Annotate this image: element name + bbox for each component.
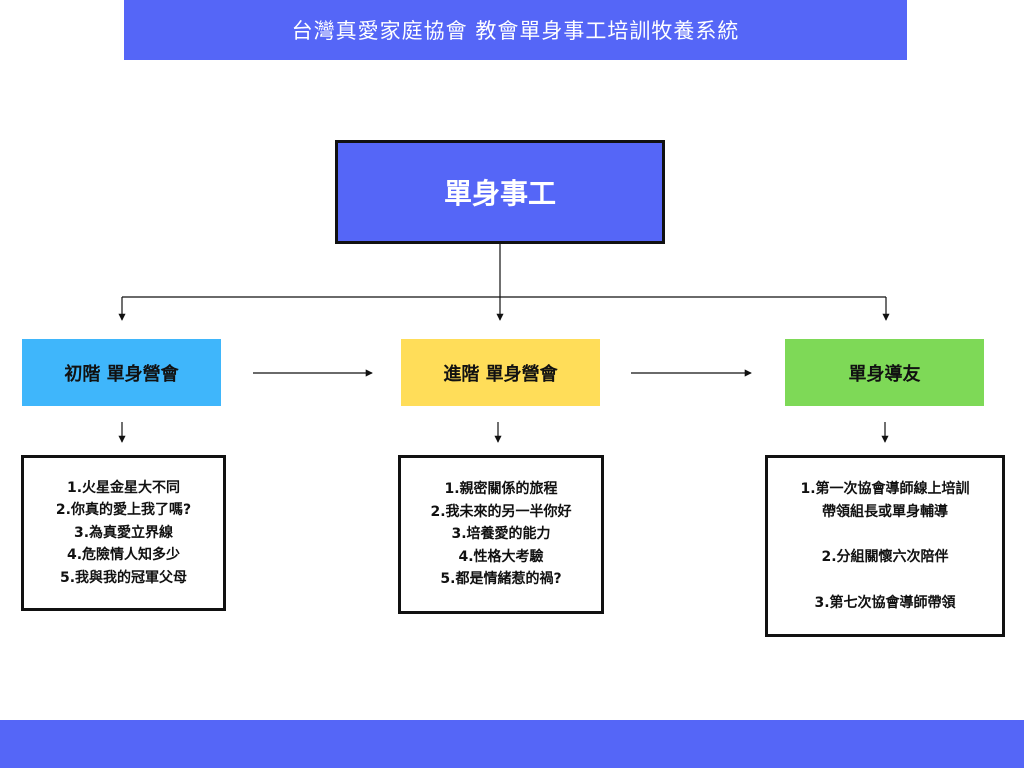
- stage-node-advanced: 進階 單身營會: [401, 339, 600, 406]
- detail-box-mentor: 1.第一次協會導師線上培訓 帶領組長或單身輔導 2.分組關懷六次陪伴 3.第七次…: [765, 455, 1005, 637]
- stage-node-mentor: 單身導友: [785, 339, 984, 406]
- stage-label-mentor: 單身導友: [848, 363, 921, 385]
- stage-node-basic: 初階 單身營會: [22, 339, 221, 406]
- detail-item: 2.我未來的另一半你好: [430, 503, 572, 520]
- detail-item: 2.你真的愛上我了嗎?: [55, 502, 192, 519]
- detail-item: 帶領組長或單身輔導: [822, 503, 948, 520]
- detail-item: 1.火星金星大不同: [66, 479, 181, 496]
- stage-label-basic: 初階 單身營會: [64, 363, 179, 385]
- detail-item: 3.第七次協會導師帶領: [814, 594, 956, 611]
- header-title: 台灣真愛家庭協會 教會單身事工培訓牧養系統: [291, 19, 740, 43]
- detail-item: 3.培養愛的能力: [451, 526, 551, 543]
- root-label: 單身事工: [443, 177, 556, 210]
- stage-label-advanced: 進階 單身營會: [443, 363, 558, 385]
- detail-item: 4.危險情人知多少: [66, 547, 181, 564]
- detail-item: 3.為真愛立界線: [73, 524, 174, 541]
- detail-item: 5.都是情緒惹的禍?: [440, 571, 562, 588]
- detail-item: 2.分組關懷六次陪伴: [821, 549, 949, 565]
- footer-bar: [0, 720, 1024, 768]
- header-bar: 台灣真愛家庭協會 教會單身事工培訓牧養系統: [124, 0, 907, 60]
- detail-box-advanced: 1.親密關係的旅程 2.我未來的另一半你好 3.培養愛的能力 4.性格大考驗 5…: [398, 455, 604, 614]
- root-node: 單身事工: [335, 140, 665, 244]
- detail-box-basic: 1.火星金星大不同 2.你真的愛上我了嗎? 3.為真愛立界線 4.危險情人知多少…: [21, 455, 226, 611]
- detail-item: 1.親密關係的旅程: [444, 481, 558, 498]
- detail-item: 1.第一次協會導師線上培訓: [800, 481, 970, 497]
- detail-item: 4.性格大考驗: [458, 548, 544, 565]
- detail-item: 5.我與我的冠軍父母: [59, 569, 188, 586]
